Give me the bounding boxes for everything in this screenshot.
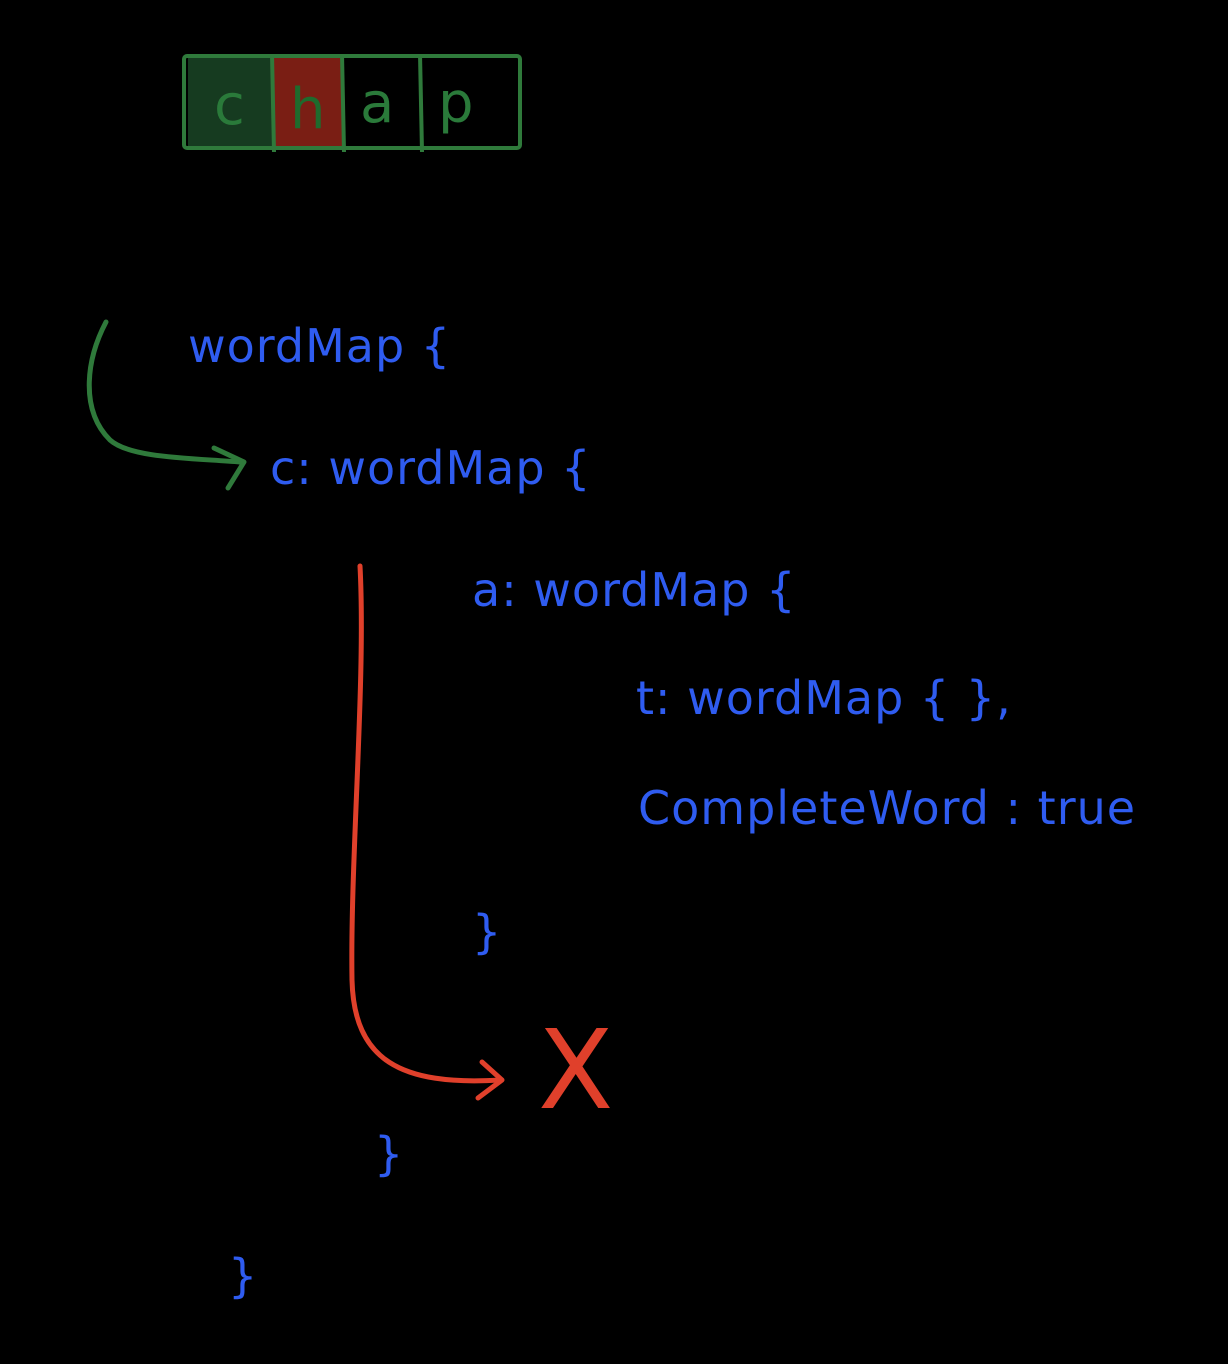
level3-child-label: t: wordMap { },: [636, 671, 1012, 725]
level1-label: c: wordMap {: [270, 441, 591, 495]
close-level2: }: [472, 905, 502, 959]
cell-divider-0: [270, 53, 276, 153]
cell-1-fill: [274, 58, 342, 150]
level2-label: a: wordMap {: [472, 563, 796, 617]
close-root: }: [228, 1249, 258, 1303]
cell-divider-2: [418, 53, 424, 153]
cell-letter-0: c: [214, 73, 245, 138]
input-word-box: c h a p: [182, 53, 522, 153]
green-arrow-head: [211, 445, 247, 491]
cell-0-fill: [188, 58, 272, 150]
cell-divider-1: [340, 53, 346, 153]
cell-letter-3: p: [438, 71, 474, 136]
word-box-outline: [182, 54, 522, 150]
red-arrow-line: [349, 563, 503, 1084]
level3-flag-label: CompleteWord : true: [638, 781, 1136, 835]
green-arrow-line: [86, 319, 243, 465]
root-label: wordMap {: [188, 319, 451, 373]
cell-letter-1: h: [290, 77, 326, 142]
red-arrow: [349, 563, 505, 1101]
green-arrow: [86, 319, 247, 491]
cross-mark: X: [538, 1006, 613, 1134]
red-arrow-head: [475, 1059, 505, 1101]
cell-letter-2: a: [360, 71, 394, 136]
close-level1: }: [374, 1127, 404, 1181]
word-map-tree: wordMap { c: wordMap { a: wordMap { t: w…: [188, 319, 1136, 1303]
